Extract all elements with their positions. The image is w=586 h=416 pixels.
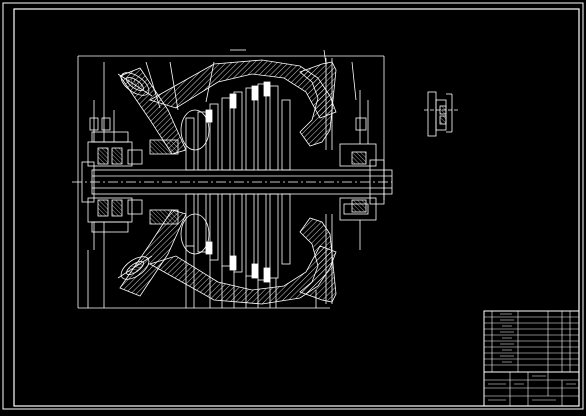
title-block-fill-marks: [488, 313, 576, 401]
right-bearing-assembly: [339, 90, 385, 250]
blade-stages-upper: [180, 81, 291, 171]
left-bearing-assembly: [81, 100, 143, 250]
title-block: [483, 310, 580, 407]
inner-border: [13, 8, 580, 407]
lower-steam-inlet: [117, 255, 153, 280]
leader-lines-top: [103, 49, 357, 111]
upper-casing: [119, 58, 337, 155]
blade-stages-lower: [180, 193, 291, 283]
upper-steam-inlet: [117, 72, 153, 97]
outer-border: [2, 2, 584, 410]
lower-casing: [119, 209, 337, 305]
leader-lines-bottom: [87, 246, 317, 308]
turbine-section-view: [72, 49, 393, 309]
detail-view: [424, 91, 458, 137]
